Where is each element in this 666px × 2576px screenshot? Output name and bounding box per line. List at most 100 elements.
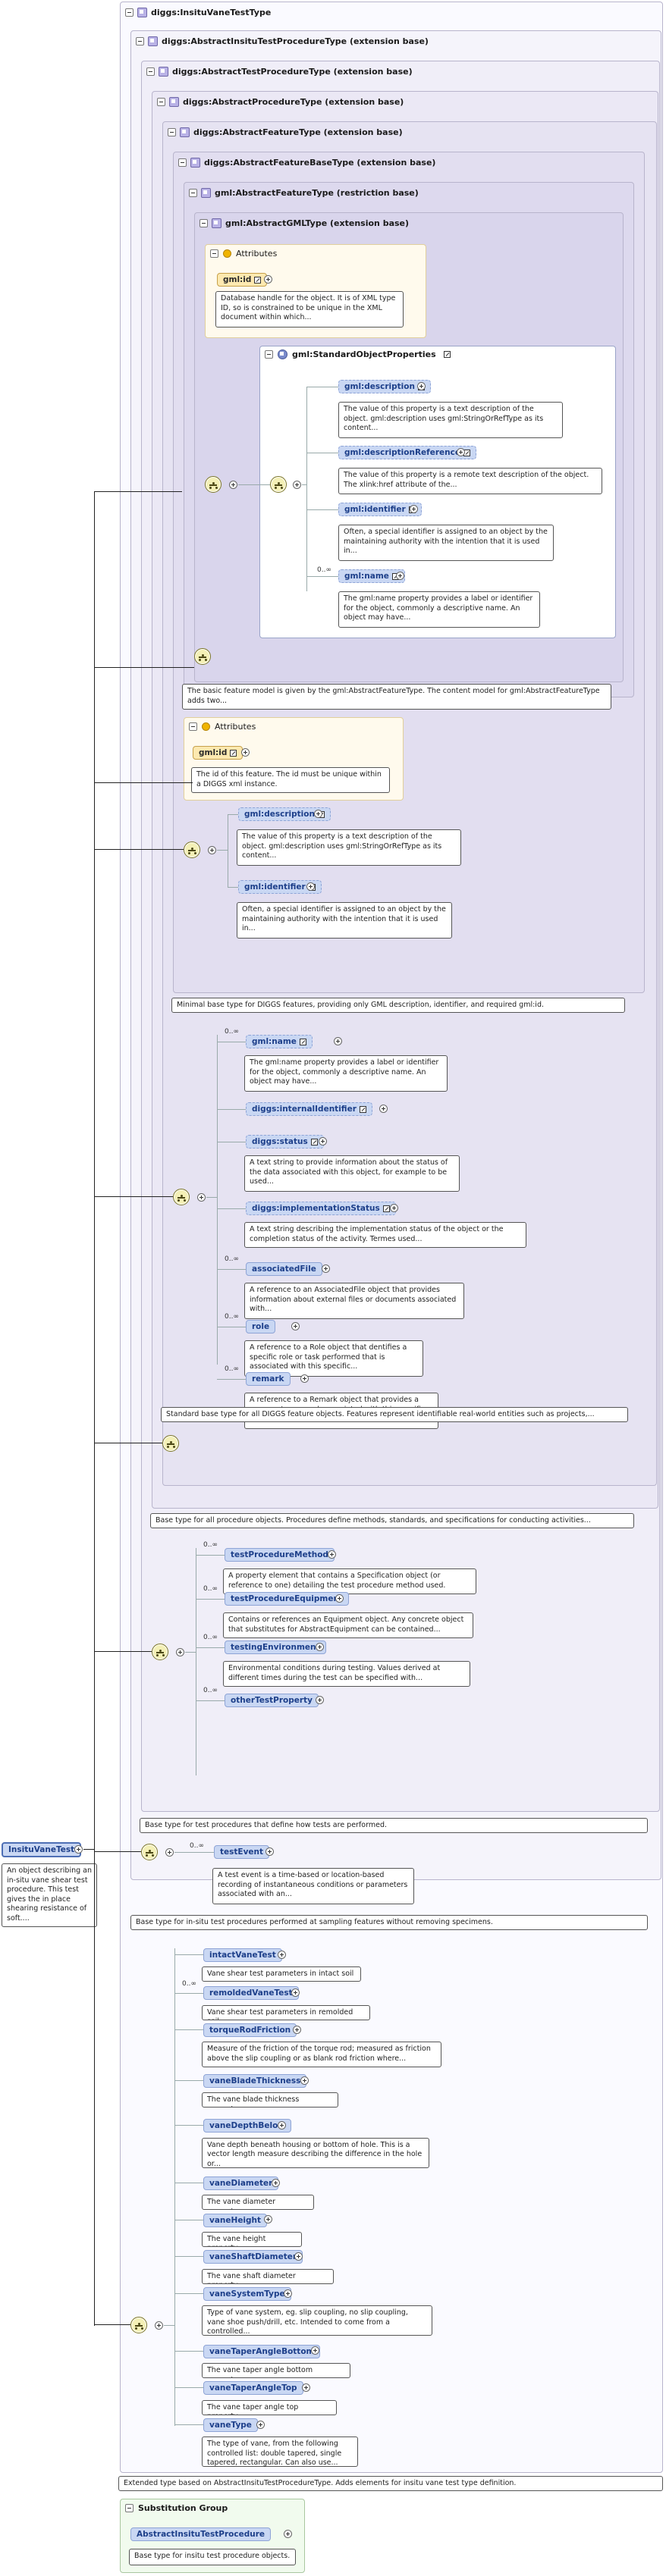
element-vane-diameter[interactable]: vaneDiameter	[203, 2176, 279, 2190]
collapse-toggle[interactable]	[178, 158, 187, 167]
expand-icon[interactable]	[176, 1648, 184, 1656]
expand-icon[interactable]	[311, 2346, 319, 2355]
expand-icon[interactable]	[241, 748, 250, 757]
expand-icon[interactable]	[197, 1193, 206, 1202]
expand-icon[interactable]	[335, 1594, 344, 1603]
element-doc: Vane depth beneath housing or bottom of …	[202, 2137, 429, 2168]
expand-icon[interactable]	[328, 1550, 336, 1559]
expand-icon[interactable]	[457, 448, 465, 456]
element-test-procedure-method[interactable]: testProcedureMethod	[225, 1548, 335, 1562]
expand-icon[interactable]	[294, 2252, 303, 2261]
collapse-toggle[interactable]	[265, 350, 273, 359]
element-vane-blade-thickness[interactable]: vaneBladeThickness	[203, 2073, 307, 2088]
expand-icon[interactable]	[417, 382, 426, 390]
element-doc: The vane diameter property.	[202, 2195, 314, 2211]
element-intact-vane-test[interactable]: intactVaneTest	[203, 1948, 282, 1962]
expand-icon[interactable]	[306, 882, 315, 891]
element-gml-description[interactable]: gml:description	[238, 807, 331, 821]
expand-icon[interactable]	[291, 1988, 300, 1998]
element-test-event[interactable]: testEvent	[214, 1845, 270, 1859]
element-doc: Type of vane system, eg. slip coupling, …	[202, 2305, 432, 2336]
expand-icon[interactable]	[256, 2420, 265, 2429]
element-other-test-property[interactable]: otherTestProperty	[225, 1694, 319, 1707]
collapse-toggle[interactable]	[189, 722, 197, 731]
expand-icon[interactable]	[291, 1322, 300, 1330]
expand-icon[interactable]	[300, 1374, 309, 1383]
attributes-icon	[223, 249, 231, 258]
expand-icon[interactable]	[322, 1264, 330, 1273]
expand-icon[interactable]	[278, 1950, 286, 1959]
element-vane-taper-angle-top[interactable]: vaneTaperAngleTop	[203, 2381, 303, 2396]
element-gml-identifier[interactable]: gml:identifier	[238, 880, 322, 894]
root-element-insitu-vane-test[interactable]: InsituVaneTest	[2, 1842, 82, 1857]
element-associated-file[interactable]: associatedFile	[246, 1262, 322, 1276]
element-doc: The gml:name property provides a label o…	[244, 1055, 448, 1092]
expand-icon[interactable]	[155, 2321, 163, 2330]
expand-icon[interactable]	[379, 1105, 388, 1113]
expand-icon[interactable]	[264, 275, 272, 284]
element-remolded-vane-test[interactable]: remoldedVaneTest	[203, 1986, 299, 2001]
collapse-toggle[interactable]	[199, 218, 208, 227]
element-abstract-insitu-test-procedure[interactable]: AbstractInsituTestProcedure	[130, 2527, 272, 2541]
element-doc: The gml:name property provides a label o…	[338, 591, 540, 628]
attribute-gml-id[interactable]: gml:id	[193, 746, 243, 760]
collapse-toggle[interactable]	[189, 188, 197, 197]
expand-icon[interactable]	[314, 810, 322, 818]
type-title: diggs:AbstractFeatureType (extension bas…	[193, 127, 403, 137]
element-vane-height[interactable]: vaneHeight	[203, 2213, 268, 2227]
expand-icon[interactable]	[284, 2289, 292, 2298]
expand-icon[interactable]	[319, 1137, 327, 1145]
expand-icon[interactable]	[396, 572, 404, 580]
expand-icon[interactable]	[293, 481, 301, 489]
expand-icon[interactable]	[208, 846, 216, 854]
element-role[interactable]: role	[246, 1320, 276, 1333]
element-vane-type[interactable]: vaneType	[203, 2418, 258, 2432]
collapse-toggle[interactable]	[125, 8, 134, 17]
expand-icon[interactable]	[316, 1696, 324, 1704]
collapse-toggle[interactable]	[210, 249, 218, 258]
expand-icon[interactable]	[302, 2383, 310, 2393]
element-doc: The value of this property is a text des…	[237, 829, 461, 866]
element-doc: A test event is a time-based or location…	[212, 1868, 414, 1904]
expand-icon[interactable]	[265, 1847, 274, 1856]
element-diggs-implementation-status[interactable]: diggs:implementationStatus	[246, 1202, 396, 1215]
element-vane-shaft-diameter[interactable]: vaneShaftDiameter	[203, 2250, 303, 2264]
element-remark[interactable]: remark	[246, 1372, 291, 1386]
element-vane-taper-angle-bottom[interactable]: vaneTaperAngleBottom	[203, 2344, 321, 2358]
collapse-toggle[interactable]	[157, 97, 165, 106]
collapse-toggle[interactable]	[136, 36, 144, 45]
expand-icon[interactable]	[272, 2178, 280, 2187]
complex-type-icon	[148, 36, 158, 46]
element-diggs-status[interactable]: diggs:status	[246, 1135, 324, 1149]
expand-icon[interactable]	[264, 2215, 272, 2224]
expand-icon[interactable]	[293, 2025, 301, 2034]
element-gml-name[interactable]: gml:name	[338, 569, 405, 583]
collapse-toggle[interactable]	[146, 67, 155, 76]
collapse-toggle[interactable]	[125, 2504, 134, 2512]
element-torque-rod-friction[interactable]: torqueRodFriction	[203, 2023, 297, 2038]
element-diggs-internal-identifier[interactable]: diggs:internalIdentifier	[246, 1102, 372, 1116]
element-gml-description-reference[interactable]: gml:descriptionReference	[338, 446, 476, 459]
element-vane-depth-below[interactable]: vaneDepthBelow	[203, 2119, 292, 2133]
expand-icon[interactable]	[278, 2120, 286, 2129]
element-gml-name[interactable]: gml:name	[246, 1035, 313, 1048]
element-gml-identifier[interactable]: gml:identifier	[338, 503, 422, 516]
element-vane-system-type[interactable]: vaneSystemType	[203, 2286, 291, 2301]
expand-icon[interactable]	[300, 2076, 309, 2085]
element-testing-environment[interactable]: testingEnvironment	[225, 1641, 326, 1654]
type-title: diggs:AbstractInsituTestProcedureType (e…	[162, 36, 429, 46]
occurrence-label: 0..∞	[190, 1842, 204, 1850]
expand-icon[interactable]	[316, 1643, 324, 1651]
expand-icon[interactable]	[390, 1204, 398, 1212]
type-doc: Standard base type for all DIGGS feature…	[161, 1407, 628, 1422]
element-test-procedure-equipment[interactable]: testProcedureEquipment	[225, 1592, 349, 1606]
expand-icon[interactable]	[410, 505, 418, 513]
element-doc: The vane height property.	[202, 2231, 302, 2247]
collapse-toggle[interactable]	[168, 127, 176, 136]
expand-icon[interactable]	[284, 2530, 292, 2538]
attribute-gml-id[interactable]: gml:id	[217, 273, 268, 287]
expand-icon[interactable]	[334, 1037, 342, 1045]
expand-icon[interactable]	[229, 481, 237, 489]
expand-icon[interactable]	[74, 1845, 83, 1854]
expand-icon[interactable]	[165, 1848, 174, 1857]
